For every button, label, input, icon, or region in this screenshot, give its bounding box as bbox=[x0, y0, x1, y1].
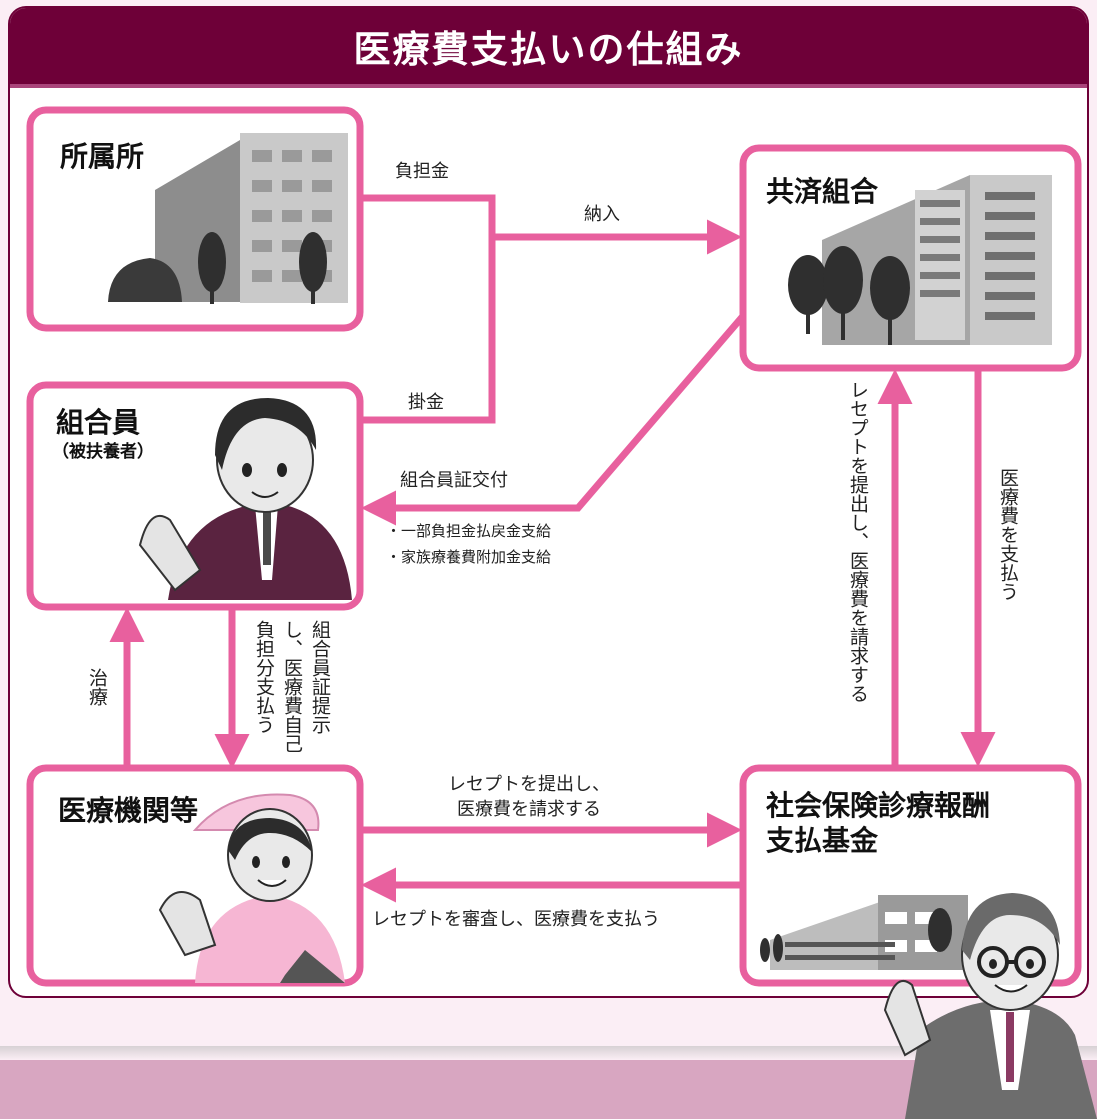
title-bar: 医療費支払いの仕組み bbox=[10, 8, 1087, 88]
label-card-issue: 組合員証交付 bbox=[400, 470, 508, 491]
node-affiliate-label: 所属所 bbox=[60, 140, 144, 173]
label-receipt-to-union: レセプトを提出し、医療費を請求する bbox=[847, 380, 869, 703]
node-fund-label-line1: 社会保険診療報酬 bbox=[766, 789, 990, 822]
union-building-illustration bbox=[788, 175, 1052, 345]
page-title: 医療費支払いの仕組み bbox=[353, 28, 744, 71]
office-building-illustration bbox=[108, 133, 348, 304]
node-member-label: 組合員 bbox=[56, 406, 140, 439]
node-medical-label: 医療機関等 bbox=[58, 794, 198, 827]
label-burden: 負担金 bbox=[395, 161, 449, 182]
label-review-pay: レセプトを審査し、医療費を支払う bbox=[372, 909, 660, 930]
arrow-union-to-member bbox=[361, 313, 746, 526]
label-benefit-1: ・一部負担金払戻金支給 bbox=[386, 522, 551, 540]
nurse-illustration bbox=[158, 793, 345, 983]
label-present-card-1: 組合員証提示 bbox=[309, 620, 331, 734]
label-receipt-to-fund-2: 医療費を請求する bbox=[457, 799, 601, 820]
label-treatment: 治療 bbox=[86, 668, 108, 706]
mascot-illustration bbox=[883, 893, 1097, 1119]
member-person-illustration bbox=[138, 398, 352, 600]
label-benefit-2: ・家族療養費附加金支給 bbox=[386, 548, 551, 566]
label-premium: 掛金 bbox=[408, 392, 444, 413]
label-payment-in: 納入 bbox=[584, 204, 620, 225]
label-present-card-2: し、医療費自己 bbox=[281, 620, 303, 753]
node-union-label: 共済組合 bbox=[766, 175, 879, 208]
label-present-card-3: 負担分支払う bbox=[253, 620, 275, 734]
bottom-band-edge bbox=[0, 1046, 1097, 1060]
label-union-pays: 医療費を支払う bbox=[997, 468, 1019, 601]
node-member-sublabel: （被扶養者） bbox=[52, 441, 154, 462]
label-receipt-to-fund-1: レセプトを提出し、 bbox=[448, 774, 610, 795]
arrow-affiliate-to-union bbox=[360, 194, 735, 424]
fund-building-illustration bbox=[760, 895, 968, 970]
node-fund-label-line2: 支払基金 bbox=[766, 824, 879, 857]
